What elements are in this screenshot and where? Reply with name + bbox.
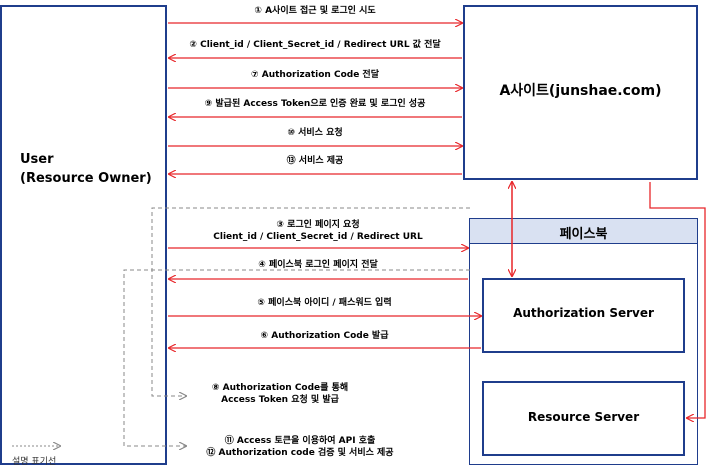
label-step-2: ② Client_id / Client_Secret_id / Redirec… xyxy=(189,40,441,50)
label-step-3-line1: ③ 로그인 페이지 요청 xyxy=(276,220,360,230)
auth-server-box xyxy=(482,278,685,353)
arrow-site-resource xyxy=(649,182,706,418)
site-label: A사이트(junshae.com) xyxy=(499,83,662,99)
label-step-7: ⑦ Authorization Code 전달 xyxy=(251,70,379,80)
label-step-9: ⑨ 발급된 Access Token으로 인증 완료 및 로그인 성공 xyxy=(204,99,426,109)
label-step-11: ⑪ Access 토큰을 이용하여 API 호출 xyxy=(224,436,376,446)
site-box xyxy=(463,5,698,180)
label-step-13: ⑬ 서비스 제공 xyxy=(286,156,344,166)
auth-server-label: Authorization Server xyxy=(513,306,654,320)
label-step-4: ④ 페이스북 로그인 페이지 전달 xyxy=(258,260,378,270)
user-label-line2: (Resource Owner) xyxy=(20,171,152,186)
dashed-line-step-11-12 xyxy=(123,269,470,446)
user-label: User (Resource Owner) xyxy=(20,150,152,188)
label-step-8-line1: ⑧ Authorization Code를 통해 xyxy=(211,383,349,393)
label-step-5: ⑤ 페이스북 아이디 / 패스워드 입력 xyxy=(257,298,392,308)
label-step-3-line2: Client_id / Client_Secret_id / Redirect … xyxy=(213,232,423,242)
user-label-line1: User xyxy=(20,152,54,167)
label-step-8-line2: Access Token 요청 및 발급 xyxy=(221,395,339,405)
label-step-10: ⑩ 서비스 요청 xyxy=(287,128,343,138)
resource-server-box xyxy=(482,381,685,456)
label-step-1: ① A사이트 접근 및 로그인 시도 xyxy=(254,6,376,16)
user-box xyxy=(0,5,167,465)
legend-label: 설명 표기선 xyxy=(12,457,57,467)
label-step-12: ⑫ Authorization code 검증 및 서비스 제공 xyxy=(206,448,394,458)
label-step-6: ⑥ Authorization Code 발급 xyxy=(260,331,389,341)
facebook-header-label: 페이스북 xyxy=(559,227,608,242)
facebook-header xyxy=(470,219,697,244)
resource-server-label: Resource Server xyxy=(527,410,640,424)
